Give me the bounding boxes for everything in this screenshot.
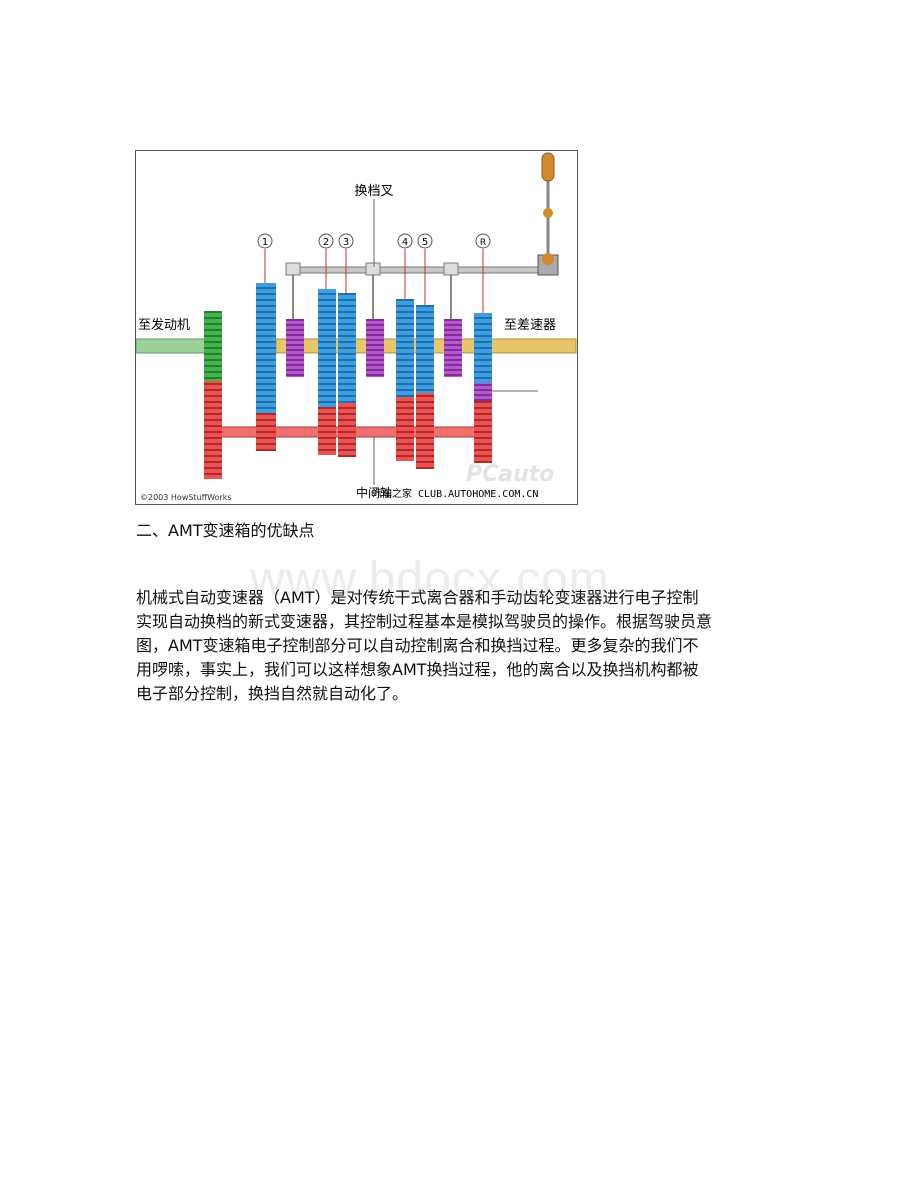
input-gear [204, 311, 222, 381]
gear-4-main [396, 299, 414, 397]
gear-2-main [318, 289, 336, 407]
shift-knob [541, 152, 555, 182]
gear-3-label: 3 [343, 237, 349, 248]
gear-1-main [256, 283, 276, 413]
countershaft-label: 中间轴 [356, 485, 392, 500]
gear-r-main [474, 313, 492, 383]
transmission-diagram: 1 2 3 4 5 R 换档叉 至发动机 至差速器 中间轴 PCauto ©20… [135, 150, 578, 505]
paragraph-line: 图，AMT变速箱电子控制部分可以自动控制离合和换挡过程。更多复杂的我们不 [136, 636, 699, 655]
source-text: 汽车之家 CLUB.AUTOHOME.COM.CN [372, 487, 538, 500]
shift-rail [285, 266, 547, 274]
copyright-text: ©2003 HowStuffWorks [140, 493, 232, 502]
gear-3-main [338, 293, 356, 403]
pcauto-logo: PCauto [466, 462, 554, 487]
body-paragraph: 机械式自动变速器（AMT）是对传统干式离合器和手动齿轮变速器进行电子控制 实现自… [136, 586, 776, 706]
collar-3 [444, 319, 462, 377]
section-heading: 二、AMT变速箱的优缺点 [136, 521, 315, 540]
collar-2 [366, 319, 384, 377]
paragraph-line: 实现自动换档的新式变速器，其控制过程基本是模拟驾驶员的操作。根据驾驶员意 [136, 612, 713, 631]
gear-r-label: R [480, 238, 486, 248]
gear-4-label: 4 [402, 237, 408, 248]
to-engine-label: 至发动机 [138, 317, 190, 333]
paragraph-line: 用啰嗦，事实上，我们可以这样想象AMT换挡过程，他的离合以及换挡机构都被 [136, 660, 699, 679]
watermark: www.bdocx.com [250, 553, 610, 606]
gear-5-label: 5 [422, 237, 428, 248]
gear-2-label: 2 [323, 237, 329, 248]
gear-5-main [416, 305, 434, 393]
shift-fork-label: 换档叉 [354, 184, 393, 199]
paragraph-line: 机械式自动变速器（AMT）是对传统干式离合器和手动齿轮变速器进行电子控制 [136, 588, 699, 607]
paragraph-line: 电子部分控制，换挡自然就自动化了。 [136, 684, 409, 703]
collar-1 [286, 319, 304, 377]
to-differential-label: 至差速器 [504, 318, 556, 333]
gear-1-label: 1 [262, 237, 268, 248]
